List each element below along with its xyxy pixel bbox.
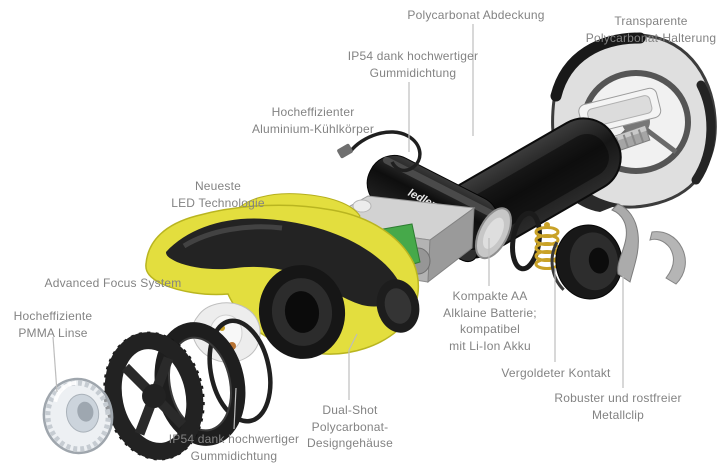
label-pmma-linse: Hocheffiziente PMMA Linse <box>13 309 93 340</box>
label-ip54-gummidichtung-unten: IP54 dank hochwertiger Gummidichtung <box>168 432 300 463</box>
leader-lines <box>52 24 624 430</box>
metal-clip-part <box>611 203 686 285</box>
label-polycarbonat-abdeckung: Polycarbonat Abdeckung <box>407 8 545 22</box>
headlamp-housing-part <box>145 204 420 359</box>
power-cable-part <box>337 130 422 173</box>
label-led-technologie: Neueste LED Technologie <box>171 179 265 210</box>
focus-ring-part <box>103 331 205 461</box>
label-dual-shot-designgehaeuse: Dual-Shot Polycarbonat- Designgehäuse <box>307 403 393 450</box>
label-aa-batterie: Kompakte AA Alklaine Batterie; kompatibe… <box>443 289 537 353</box>
side-port <box>376 279 420 333</box>
label-vergoldeter-kontakt: Vergoldeter Kontakt <box>501 366 611 380</box>
front-port <box>258 265 346 359</box>
front-seal-ring-part <box>207 318 273 424</box>
label-transparente-halterung: Transparente Polycarbonat-Halterung <box>585 14 717 45</box>
pmma-lens-part <box>42 377 114 455</box>
label-ip54-gummidichtung-oben: IP54 dank hochwertiger Gummidichtung <box>347 49 479 80</box>
label-metallclip: Robuster und rostfreier Metallclip <box>554 391 682 422</box>
label-aluminium-kuehlkoerper: Hocheffizienter Aluminium-Kühlkörper <box>251 105 375 136</box>
label-advanced-focus-system: Advanced Focus System <box>44 276 182 290</box>
end-cap-part <box>550 224 623 300</box>
